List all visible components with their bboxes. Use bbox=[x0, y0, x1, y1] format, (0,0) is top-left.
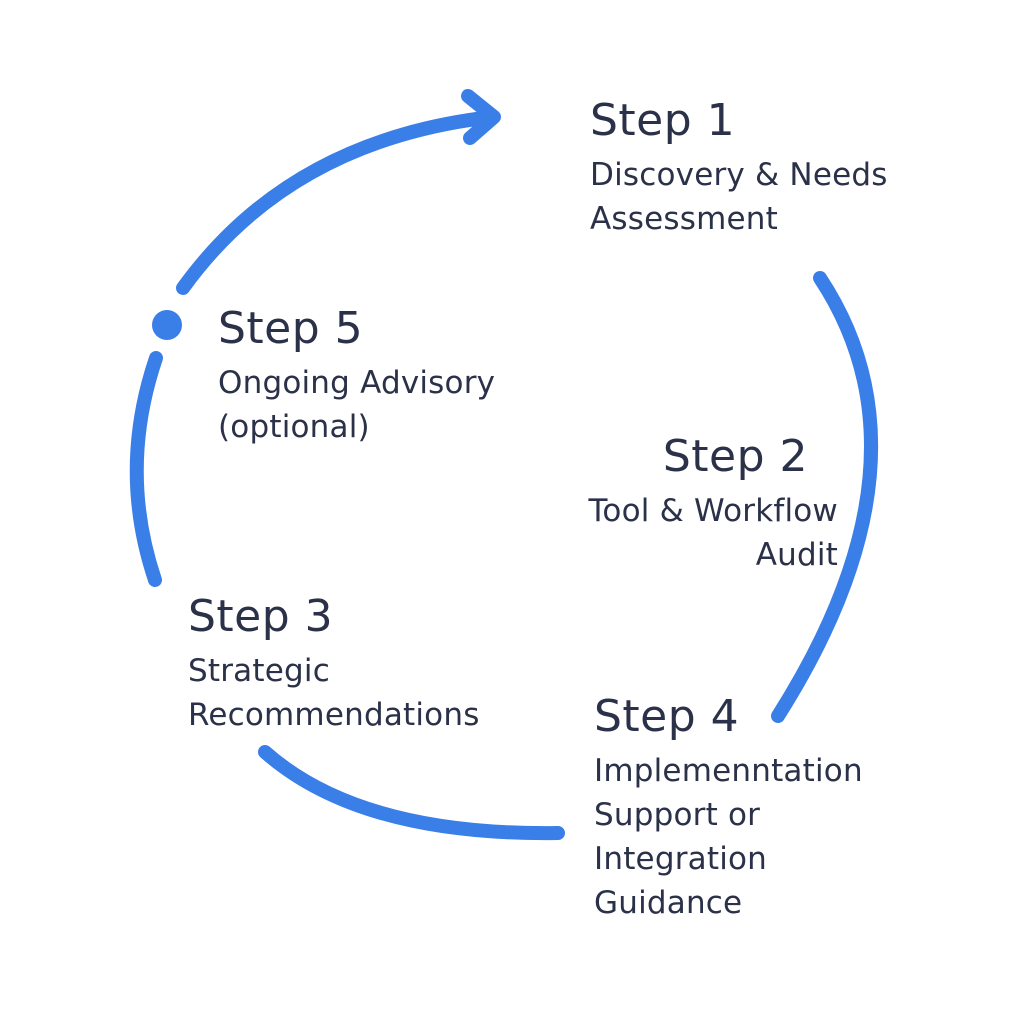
node-dot-icon bbox=[152, 310, 182, 340]
step-1: Step 1 Discovery & Needs Assessment bbox=[590, 95, 888, 241]
step-3: Step 3 Strategic Recommendations bbox=[188, 591, 480, 737]
arc-step3-to-step4 bbox=[258, 745, 565, 841]
step-5-title: Step 5 bbox=[218, 303, 364, 354]
step-4-title: Step 4 bbox=[594, 691, 740, 742]
arc-step5-to-step1 bbox=[176, 110, 499, 295]
arc-step5-to-step3 bbox=[129, 351, 163, 587]
step-3-description: Strategic Recommendations bbox=[188, 652, 480, 733]
step-3-title: Step 3 bbox=[188, 591, 334, 642]
step-1-description: Discovery & Needs Assessment bbox=[590, 156, 888, 237]
step-1-title: Step 1 bbox=[590, 95, 736, 146]
step-2: Step 2 Tool & Workflow Audit bbox=[540, 431, 838, 577]
arc-step1-to-step4 bbox=[771, 271, 879, 723]
step-4: Step 4 Implemenntation Support or Integr… bbox=[594, 691, 863, 925]
step-2-title: Step 2 bbox=[662, 431, 808, 482]
step-5: Step 5 Ongoing Advisory (optional) bbox=[218, 303, 496, 449]
arrow-head-icon bbox=[461, 89, 501, 145]
step-4-description: Implemenntation Support or Integration G… bbox=[594, 752, 863, 921]
step-5-description: Ongoing Advisory (optional) bbox=[218, 364, 496, 445]
step-2-description: Tool & Workflow Audit bbox=[588, 492, 838, 573]
